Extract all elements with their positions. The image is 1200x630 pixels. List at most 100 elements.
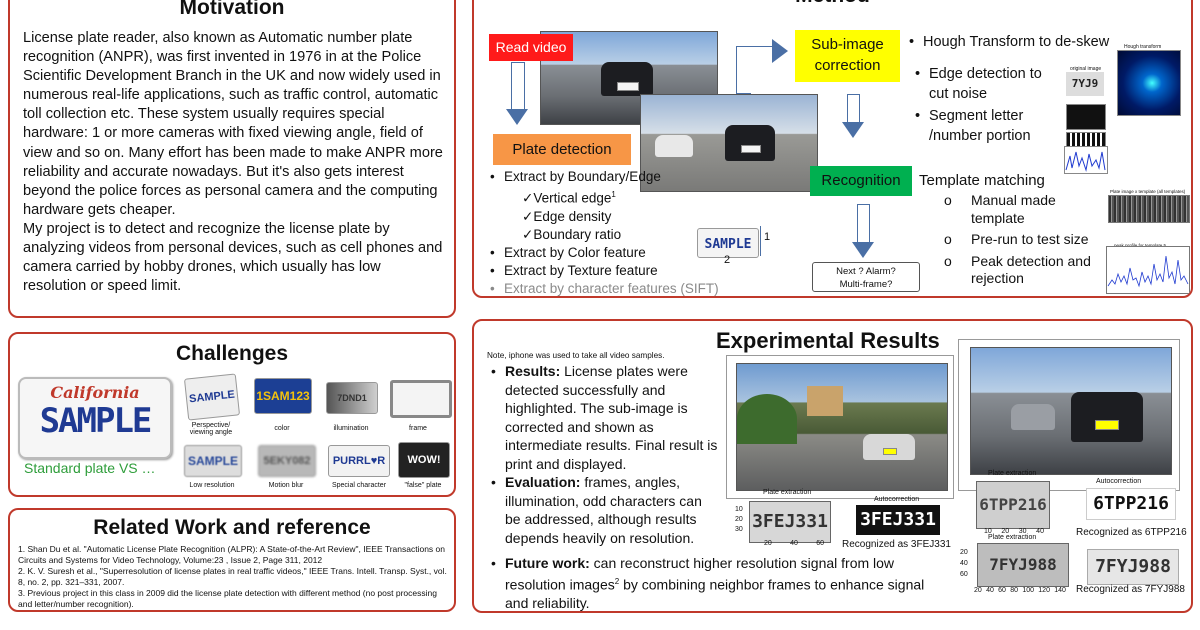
subimage-correction-box: Sub-image correction [795, 30, 900, 82]
plate-extraction-label-3: Plate extraction [988, 534, 1037, 541]
evaluation-label: Evaluation: [505, 474, 581, 490]
reference-item: 3. Previous project in this class in 200… [18, 588, 437, 609]
template-item-manual: Manual made template [971, 192, 1056, 226]
hough-transform-image [1117, 50, 1181, 116]
bullet-boundary: Extract by Boundary/Edge [504, 169, 661, 184]
plate-state-label: California [50, 383, 140, 402]
template-item-peak: Peak detection and rejection [971, 252, 1091, 287]
template-item-prerun: Pre-run to test size [971, 231, 1089, 247]
results-bullets: Results: License plates were detected su… [505, 362, 719, 547]
challenges-panel: Challenges California SAMPLE Standard pl… [8, 332, 456, 497]
motivation-panel: Motivation License plate reader, also kn… [8, 0, 456, 318]
results-note: Note, iphone was used to take all video … [487, 351, 665, 360]
related-title: Related Work and reference [93, 516, 371, 539]
plate-height-label: 1 [764, 231, 771, 243]
standard-plate-label: Standard plate VS … [24, 460, 156, 476]
extracted-plate-3: 7FYJ988 [977, 543, 1069, 587]
false-plate-image: WOW! [398, 442, 450, 478]
peak-profile-chart [1106, 246, 1190, 294]
motivation-title: Motivation [179, 0, 285, 19]
future-label: Future work: [505, 555, 590, 571]
bullet-segment: Segment letter /number portion [929, 108, 1031, 144]
challenges-title: Challenges [175, 342, 289, 365]
method-panel: Method Read video Plate detection Sub-im… [472, 0, 1193, 298]
results-text: License plates were detected successfull… [505, 363, 718, 472]
recognized-label-3: Recognized as 7FYJ988 [1076, 584, 1185, 595]
results-title: Experimental Results [716, 328, 940, 353]
right-arrow-shaft-icon [736, 46, 775, 59]
plate-height-bracket [760, 226, 763, 256]
original-image-caption: original image [1070, 66, 1102, 72]
special-char-plate-image: PURRL♥R [328, 445, 390, 477]
edge-thumb [1066, 104, 1106, 130]
future-work: Future work: can reconstruct higher reso… [505, 554, 935, 611]
reference-list: 1. Shan Du et al. "Automatic License Pla… [18, 544, 450, 610]
autocorrection-label-2: Autocorrection [1096, 478, 1142, 485]
recognition-down-arrow-icon [857, 204, 870, 245]
extracted-plate-2: 6TPP216 [976, 481, 1050, 529]
motionblur-plate-image: 5EKY082 [258, 445, 316, 477]
bullet-texture: Extract by Texture feature [504, 262, 658, 278]
caption-color: color [274, 425, 290, 432]
subimage-bullets-2: Edge detection to cut noise Segment lett… [929, 64, 1063, 146]
sub-boundary-ratio: Boundary ratio [533, 226, 622, 242]
frame-plate-image [390, 380, 452, 418]
future-text-2: by combining neighbor frames to enhance … [505, 576, 925, 611]
related-panel: Related Work and reference 1. Shan Du et… [8, 508, 456, 612]
plate-extraction-label-2: Plate extraction [988, 470, 1037, 477]
peak-chart-title: peak profile for template 5 [1114, 243, 1167, 248]
recognized-label-2: Recognized as 6TPP216 [1076, 527, 1187, 538]
corrected-plate-1: 3FEJ331 [856, 505, 940, 535]
illumination-plate-image: 7DND1 [326, 382, 378, 414]
future-text: can reconstruct higher resolution signal… [505, 555, 895, 593]
color-plate-image: 1SAM123 [254, 378, 312, 414]
next-step-box: Next ? Alarm? Multi-frame? [812, 262, 920, 292]
template-chart-title: Plate image x template (all templates) [1110, 189, 1186, 194]
plate-detection-box: Plate detection [493, 134, 631, 165]
result-street-image-1 [736, 363, 948, 491]
future-sup: 2 [614, 576, 620, 586]
recognized-label-1: Recognized as 3FEJ331 [842, 539, 951, 550]
plate-width-label: 2 [724, 254, 731, 266]
bullet-color: Extract by Color feature [504, 244, 646, 260]
bullet-edge-detection: Edge detection to cut noise [929, 66, 1042, 102]
perspective-plate-image: SAMPLE [183, 373, 241, 421]
original-plate-thumb: 7YJ9 [1066, 72, 1104, 96]
autocorrection-label-1: Autocorrection [874, 496, 920, 503]
recognition-down-arrow-head-icon [852, 242, 874, 258]
sample-plate-image: SAMPLE [697, 228, 759, 258]
evaluation-text: frames, angles, illumination, odd charac… [505, 474, 702, 546]
caption-motionblur: Motion blur [268, 482, 304, 489]
motivation-paragraph-1: License plate reader, also known as Auto… [23, 30, 443, 218]
subimage-down-arrow-head-icon [842, 122, 864, 138]
read-video-box: Read video [489, 34, 573, 61]
video-frame-image-2 [640, 94, 818, 192]
sup-1: 1 [611, 190, 616, 199]
standard-plate-image: California SAMPLE [18, 377, 172, 459]
reference-item: 2. K. V. Suresh et al., "Superresolution… [18, 566, 447, 587]
plate-extraction-label-1: Plate extraction [763, 489, 812, 496]
reference-item: 1. Shan Du et al. "Automatic License Pla… [18, 544, 445, 565]
plate-main-text: SAMPLE [39, 401, 153, 441]
template-matching-title: Template matching [919, 172, 1045, 189]
extracted-plate-1: 3FEJ331 [749, 501, 831, 543]
template-heatmap-image [1108, 195, 1190, 223]
profile-plot-thumb [1064, 146, 1108, 174]
bullet-hough: Hough Transform to de-skew [923, 34, 1110, 50]
detection-bullets: Extract by Boundary/Edge ✓Vertical edge1… [504, 169, 719, 296]
motivation-paragraph-2: My project is to detect and recognize th… [23, 220, 443, 295]
right-arrow-head-icon [772, 39, 788, 63]
caption-special: Special character [331, 482, 387, 489]
results-label: Results: [505, 363, 561, 379]
caption-perspective: Perspective/ viewing angle [189, 422, 233, 436]
caption-false: "false" plate [404, 482, 442, 489]
result-street-image-2 [970, 347, 1172, 475]
caption-lowres: Low resolution [189, 482, 235, 489]
subimage-bullets: Hough Transform to de-skew [923, 32, 1169, 60]
down-arrow-head-icon [506, 109, 528, 125]
